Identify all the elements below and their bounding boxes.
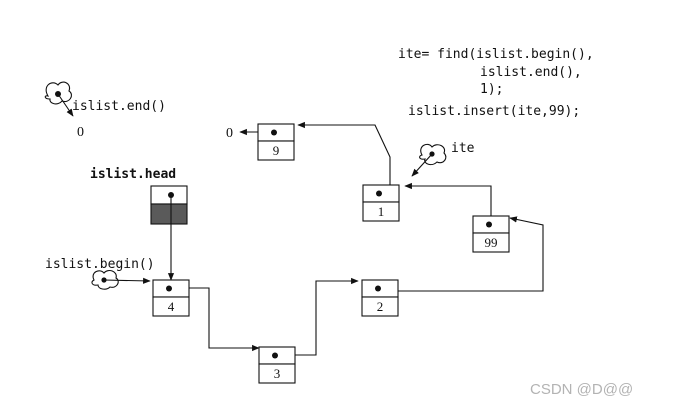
link-2-to-99	[381, 216, 544, 292]
node-value: 99	[485, 235, 498, 250]
end-arrow	[57, 93, 74, 117]
ite-iterator-blob-icon	[419, 143, 447, 166]
ite-label: ite	[451, 141, 475, 156]
node-value-cell	[258, 363, 296, 384]
head-label: islist.head	[90, 167, 176, 182]
node-dot	[375, 285, 381, 292]
node-dot	[376, 190, 382, 197]
watermark: CSDN @D@@	[530, 381, 633, 398]
node-value: 4	[168, 299, 175, 314]
node-value: 3	[274, 366, 281, 381]
code-block: ite= find(islist.begin(), islist.end(), …	[398, 47, 594, 119]
node-2: 2	[361, 279, 399, 317]
node-3: 3	[258, 346, 296, 384]
node-value-cell	[257, 140, 295, 161]
node-value-cell	[361, 296, 399, 317]
head-shaded-cell	[150, 203, 188, 225]
begin-iterator-blob-icon	[91, 269, 119, 290]
end-null: 0	[77, 125, 84, 140]
list-nodes: 4 3 2 99 1 9	[152, 123, 510, 384]
node-dot	[271, 129, 277, 136]
end-iterator: islist.end() 0	[44, 81, 166, 140]
node-value-cell	[472, 232, 510, 253]
node-9: 9	[257, 123, 295, 161]
begin-arrow	[103, 277, 151, 284]
link-3-to-2	[277, 277, 359, 356]
node-9-null: 0	[226, 126, 233, 141]
node-value-cell	[362, 201, 400, 222]
node-value-cell	[152, 296, 190, 317]
node-99: 99	[472, 215, 510, 253]
node-dot	[166, 285, 172, 292]
end-iterator-blob-icon	[44, 81, 72, 105]
node-value: 1	[378, 204, 385, 219]
code-line-4: islist.insert(ite,99);	[408, 104, 580, 119]
begin-label: islist.begin()	[45, 257, 155, 272]
node-4: 4	[152, 279, 190, 317]
node-value: 9	[273, 143, 280, 158]
ite-arrow	[411, 153, 433, 177]
node-dot	[486, 221, 492, 228]
node-1: 1	[362, 184, 400, 222]
link-1-to-9	[297, 121, 391, 191]
link-4-to-3	[171, 287, 260, 352]
ite-iterator: ite	[411, 141, 475, 177]
code-line-2: islist.end(),	[480, 65, 582, 80]
node-value: 2	[377, 299, 384, 314]
code-line-1: ite= find(islist.begin(),	[398, 47, 594, 62]
node-dot	[272, 352, 278, 359]
head-pointer: islist.head	[90, 167, 188, 281]
begin-iterator: islist.begin()	[45, 257, 155, 290]
end-label: islist.end()	[72, 99, 166, 114]
link-99-to-1	[404, 182, 492, 226]
code-line-3: 1);	[480, 82, 503, 97]
